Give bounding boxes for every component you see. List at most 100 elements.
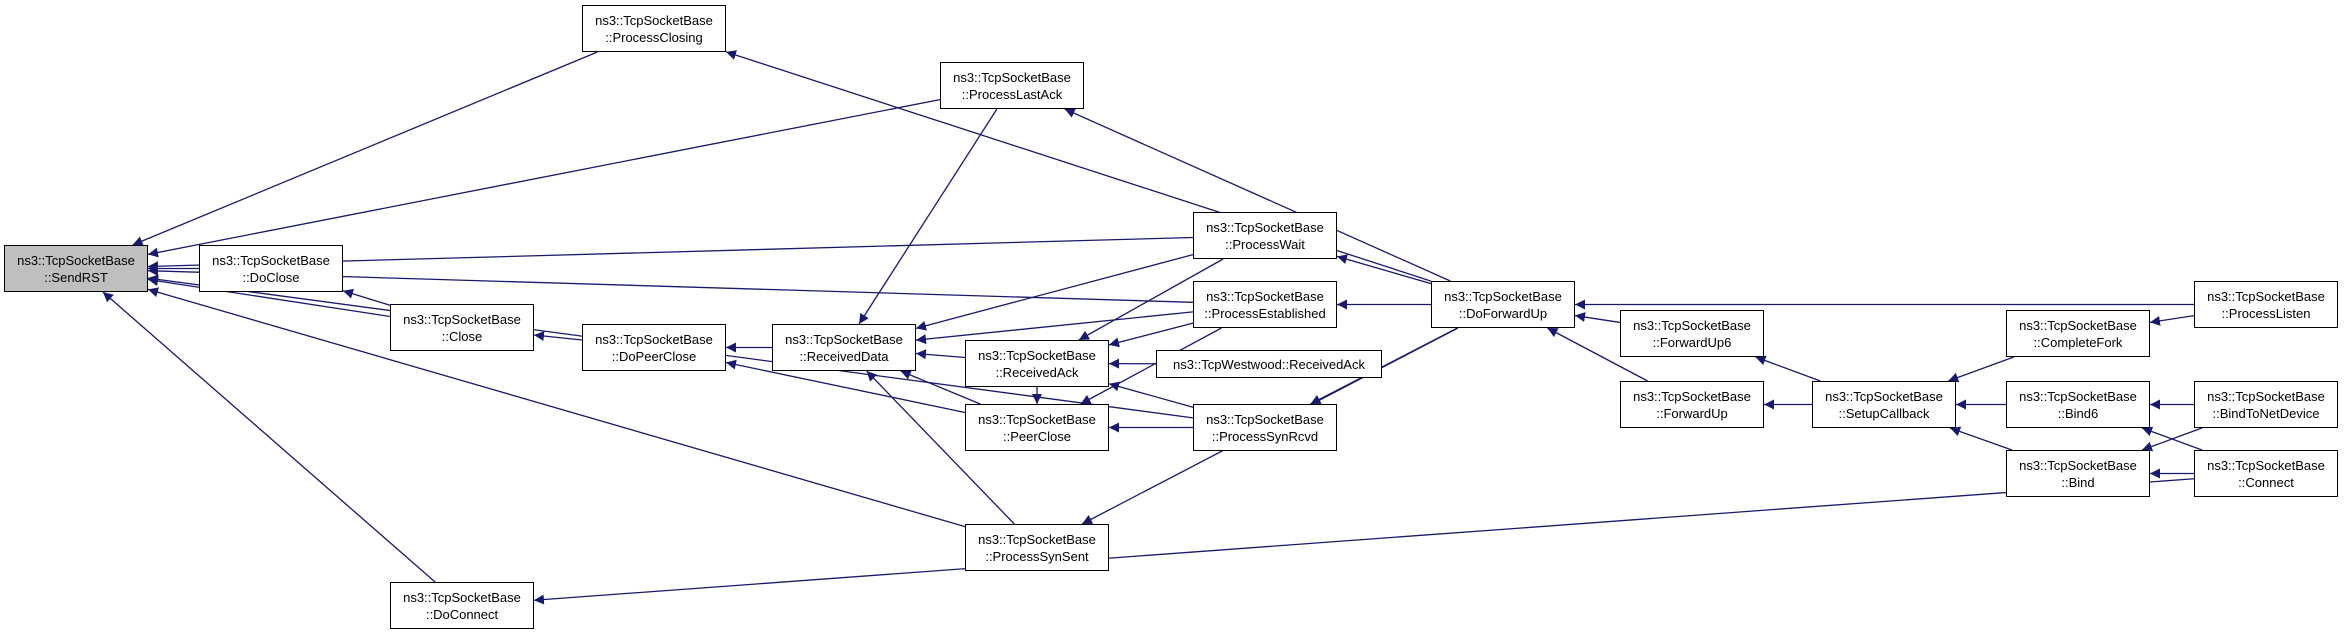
node-sendrst-line2: ::SendRST xyxy=(44,269,108,285)
edge-processestablished-to-receiveddata xyxy=(915,311,1194,345)
node-forwardup-line2: ::ForwardUp xyxy=(1656,405,1728,421)
node-dopeerclose-line1: ns3::TcpSocketBase xyxy=(595,331,713,347)
node-connect[interactable]: ns3::TcpSocketBase ::Connect xyxy=(2194,450,2338,497)
edge-processsynsent-to-receiveddata xyxy=(866,370,1015,525)
node-forwardup[interactable]: ns3::TcpSocketBase ::ForwardUp xyxy=(1620,381,1764,428)
edge-peerclose-to-dopeerclose xyxy=(725,359,966,414)
edge-processsynsent-to-sendrst xyxy=(147,287,966,528)
node-setupcallback-line2: ::SetupCallback xyxy=(1838,405,1930,421)
node-processlisten-line2: ::ProcessListen xyxy=(2221,305,2311,321)
node-processsynrcvd-line2: ::ProcessSynRcvd xyxy=(1211,428,1319,444)
node-dopeerclose-line2: ::DoPeerClose xyxy=(611,348,697,364)
node-processwait-line1: ns3::TcpSocketBase xyxy=(1206,219,1324,235)
node-completefork-line1: ns3::TcpSocketBase xyxy=(2019,317,2137,333)
node-peerclose-line1: ns3::TcpSocketBase xyxy=(978,411,1096,427)
node-receiveddata[interactable]: ns3::TcpSocketBase ::ReceivedData xyxy=(772,324,916,371)
node-doclose-line1: ns3::TcpSocketBase xyxy=(212,252,330,268)
node-completefork[interactable]: ns3::TcpSocketBase ::CompleteFork xyxy=(2006,310,2150,357)
node-forwardup6-line1: ns3::TcpSocketBase xyxy=(1633,317,1751,333)
node-forwardup6[interactable]: ns3::TcpSocketBase ::ForwardUp6 xyxy=(1620,310,1764,357)
edge-setupcallback-to-forwardup6 xyxy=(1755,355,1821,382)
edge-forwardup-to-doforwardup xyxy=(1547,327,1648,382)
edge-doconnect-to-sendrst xyxy=(102,291,436,583)
node-doforwardup-line2: ::DoForwardUp xyxy=(1458,305,1548,321)
edge-processlisten-to-completefork xyxy=(2149,314,2195,326)
node-processwait[interactable]: ns3::TcpSocketBase ::ProcessWait xyxy=(1193,212,1337,259)
node-receivedack-line2: ::ReceivedAck xyxy=(995,364,1079,380)
node-sendrst: ns3::TcpSocketBase ::SendRST xyxy=(4,245,148,292)
node-receivedack[interactable]: ns3::TcpSocketBase ::ReceivedAck xyxy=(965,340,1109,387)
node-processlastack-line2: ::ProcessLastAck xyxy=(961,86,1063,102)
node-bindtonetdevice-line1: ns3::TcpSocketBase xyxy=(2207,388,2325,404)
node-forwardup-line1: ns3::TcpSocketBase xyxy=(1633,388,1751,404)
node-processlastack[interactable]: ns3::TcpSocketBase ::ProcessLastAck xyxy=(940,62,1084,109)
node-bind-line1: ns3::TcpSocketBase xyxy=(2019,457,2137,473)
edge-processlastack-to-sendrst xyxy=(147,98,941,258)
node-setupcallback-line1: ns3::TcpSocketBase xyxy=(1825,388,1943,404)
node-bind-line2: ::Bind xyxy=(2061,474,2095,490)
node-connect-line1: ns3::TcpSocketBase xyxy=(2207,457,2325,473)
node-close-line2: ::Close xyxy=(441,328,483,344)
node-processclosing[interactable]: ns3::TcpSocketBase ::ProcessClosing xyxy=(582,5,726,52)
node-peerclose-line2: ::PeerClose xyxy=(1003,428,1071,444)
edge-processwait-to-receiveddata xyxy=(915,254,1194,331)
node-processestablished-line1: ns3::TcpSocketBase xyxy=(1206,288,1324,304)
edge-processlastack-to-receiveddata xyxy=(858,108,998,325)
edge-processestablished-to-peerclose xyxy=(1080,327,1222,405)
node-receivedack-line1: ns3::TcpSocketBase xyxy=(978,347,1096,363)
edge-close-to-sendrst xyxy=(147,276,391,318)
node-close-line1: ns3::TcpSocketBase xyxy=(403,311,521,327)
edge-completefork-to-setupcallback xyxy=(1947,356,2015,383)
edge-processsynrcvd-to-receivedack xyxy=(1108,381,1194,408)
node-bind6-line2: ::Bind6 xyxy=(2057,405,2099,421)
node-doforwardup-line1: ns3::TcpSocketBase xyxy=(1444,288,1562,304)
node-connect-line2: ::Connect xyxy=(2238,474,2294,490)
node-doclose[interactable]: ns3::TcpSocketBase ::DoClose xyxy=(199,245,343,292)
node-westwood[interactable]: ns3::TcpWestwood::ReceivedAck xyxy=(1156,350,1382,378)
node-bindtonetdevice[interactable]: ns3::TcpSocketBase ::BindToNetDevice xyxy=(2194,381,2338,428)
node-processclosing-line1: ns3::TcpSocketBase xyxy=(595,12,713,28)
node-processwait-line2: ::ProcessWait xyxy=(1225,236,1305,252)
node-sendrst-line1: ns3::TcpSocketBase xyxy=(17,252,135,268)
node-bind[interactable]: ns3::TcpSocketBase ::Bind xyxy=(2006,450,2150,497)
node-processestablished-line2: ::ProcessEstablished xyxy=(1204,305,1326,321)
node-peerclose[interactable]: ns3::TcpSocketBase ::PeerClose xyxy=(965,404,1109,451)
node-bind6-line1: ns3::TcpSocketBase xyxy=(2019,388,2137,404)
node-doconnect-line2: ::DoConnect xyxy=(425,606,499,622)
edge-processclosing-to-sendrst xyxy=(132,51,598,246)
node-processsynsent-line2: ::ProcessSynSent xyxy=(985,548,1089,564)
edge-peerclose-to-receiveddata xyxy=(900,370,981,405)
node-doconnect-line1: ns3::TcpSocketBase xyxy=(403,589,521,605)
node-close[interactable]: ns3::TcpSocketBase ::Close xyxy=(390,304,534,351)
node-doclose-line2: ::DoClose xyxy=(242,269,300,285)
node-dopeerclose[interactable]: ns3::TcpSocketBase ::DoPeerClose xyxy=(582,324,726,371)
edge-bindtonetdevice-to-bind xyxy=(2141,427,2203,452)
node-processsynrcvd[interactable]: ns3::TcpSocketBase ::ProcessSynRcvd xyxy=(1193,404,1337,451)
node-processlisten[interactable]: ns3::TcpSocketBase ::ProcessListen xyxy=(2194,281,2338,328)
node-forwardup6-line2: ::ForwardUp6 xyxy=(1652,334,1732,350)
node-processsynsent-line1: ns3::TcpSocketBase xyxy=(978,531,1096,547)
edge-dopeerclose-to-close xyxy=(533,331,583,342)
node-receiveddata-line2: ::ReceivedData xyxy=(799,348,889,364)
edge-doforwardup-to-processwait xyxy=(1336,254,1432,285)
node-bindtonetdevice-line2: ::BindToNetDevice xyxy=(2212,405,2320,421)
node-receiveddata-line1: ns3::TcpSocketBase xyxy=(785,331,903,347)
node-westwood-line1: ns3::TcpWestwood::ReceivedAck xyxy=(1173,356,1365,372)
edge-receivedack-to-receiveddata xyxy=(915,349,966,360)
node-processlastack-line1: ns3::TcpSocketBase xyxy=(953,69,1071,85)
node-processclosing-line2: ::ProcessClosing xyxy=(605,29,703,45)
edge-processestablished-to-receivedack xyxy=(1108,322,1194,348)
edge-processwait-to-receivedack xyxy=(1078,258,1224,341)
edge-forwardup6-to-doforwardup xyxy=(1574,312,1621,324)
node-doforwardup[interactable]: ns3::TcpSocketBase ::DoForwardUp xyxy=(1431,281,1575,328)
edge-connect-to-doconnect xyxy=(533,478,2195,605)
node-setupcallback[interactable]: ns3::TcpSocketBase ::SetupCallback xyxy=(1812,381,1956,428)
node-bind6[interactable]: ns3::TcpSocketBase ::Bind6 xyxy=(2006,381,2150,428)
node-processestablished[interactable]: ns3::TcpSocketBase ::ProcessEstablished xyxy=(1193,281,1337,328)
node-doconnect[interactable]: ns3::TcpSocketBase ::DoConnect xyxy=(390,582,534,629)
node-processsynsent[interactable]: ns3::TcpSocketBase ::ProcessSynSent xyxy=(965,524,1109,571)
edge-doforwardup-to-processlastack xyxy=(1064,108,1451,282)
node-processlisten-line1: ns3::TcpSocketBase xyxy=(2207,288,2325,304)
